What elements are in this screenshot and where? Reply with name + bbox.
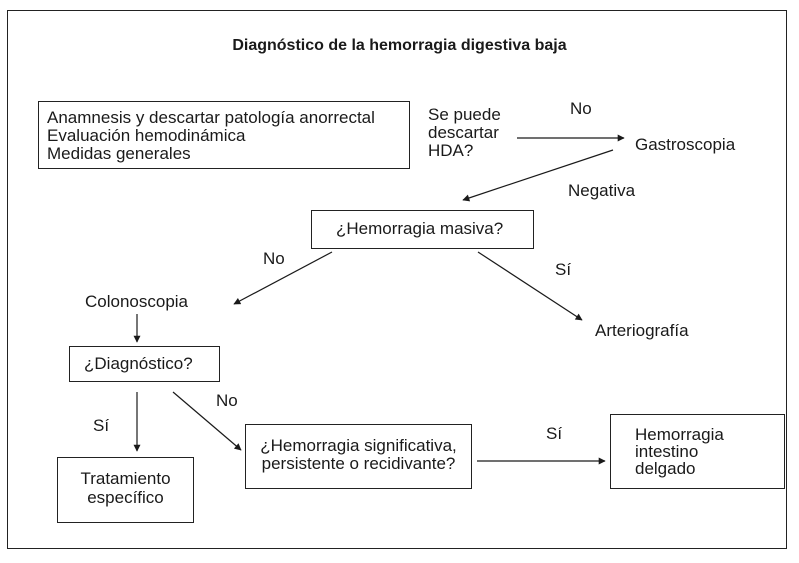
- node-hemorragia-significativa: ¿Hemorragia significativa, persistente o…: [245, 424, 472, 489]
- node-hemorragia-masiva: ¿Hemorragia masiva?: [311, 210, 534, 249]
- edge-label-hda-no: No: [570, 99, 592, 118]
- node-tratamiento-especifico: Tratamiento específico: [57, 457, 194, 523]
- initial-line-anamnesis: Anamnesis y descartar patología anorrect…: [47, 108, 375, 127]
- significativa-line-2: persistente o recidivante?: [261, 454, 456, 473]
- initial-line-evaluacion: Evaluación hemodinámica: [47, 126, 246, 145]
- node-colonoscopia: Colonoscopia: [85, 292, 189, 311]
- edge-label-diagnostico-si: Sí: [93, 416, 110, 435]
- arrow-gastroscopia-to-masiva: [462, 149, 614, 202]
- node-hemorragia-intestino-delgado: Hemorragia intestino delgado: [610, 414, 785, 489]
- arrow-masiva-to-colonoscopia: [233, 251, 333, 305]
- node-arteriografia: Arteriografía: [595, 321, 689, 340]
- intestino-line-2: intestino: [635, 442, 699, 461]
- diagram-title: Diagnóstico de la hemorragia digestiva b…: [232, 37, 567, 54]
- edge-label-significativa-si: Sí: [546, 424, 563, 443]
- diagnostico-label: ¿Diagnóstico?: [84, 354, 193, 373]
- edge-label-masiva-si: Sí: [555, 260, 572, 279]
- tratamiento-line-1: Tratamiento: [80, 469, 171, 488]
- intestino-line-1: Hemorragia: [635, 425, 724, 444]
- initial-line-medidas: Medidas generales: [47, 144, 191, 163]
- significativa-line-1: ¿Hemorragia significativa,: [260, 436, 457, 455]
- hemorragia-masiva-label: ¿Hemorragia masiva?: [336, 219, 504, 238]
- node-initial-assessment: Anamnesis y descartar patología anorrect…: [38, 101, 410, 169]
- arrow-masiva-to-arteriografia: [477, 251, 583, 321]
- edge-label-diagnostico-no: No: [216, 391, 238, 410]
- node-gastroscopia: Gastroscopia: [635, 135, 736, 154]
- question-hda-line-3: HDA?: [428, 141, 474, 160]
- arrow-diagnostico-to-significativa: [172, 391, 242, 451]
- question-hda-line-2: descartar: [428, 123, 499, 142]
- tratamiento-line-2: específico: [87, 488, 164, 507]
- node-diagnostico: ¿Diagnóstico?: [69, 346, 220, 382]
- edge-label-negativa: Negativa: [568, 181, 636, 200]
- intestino-line-3: delgado: [635, 459, 696, 478]
- question-hda-line-1: Se puede: [428, 105, 501, 124]
- edge-label-masiva-no: No: [263, 249, 285, 268]
- diagram-frame: [7, 10, 787, 549]
